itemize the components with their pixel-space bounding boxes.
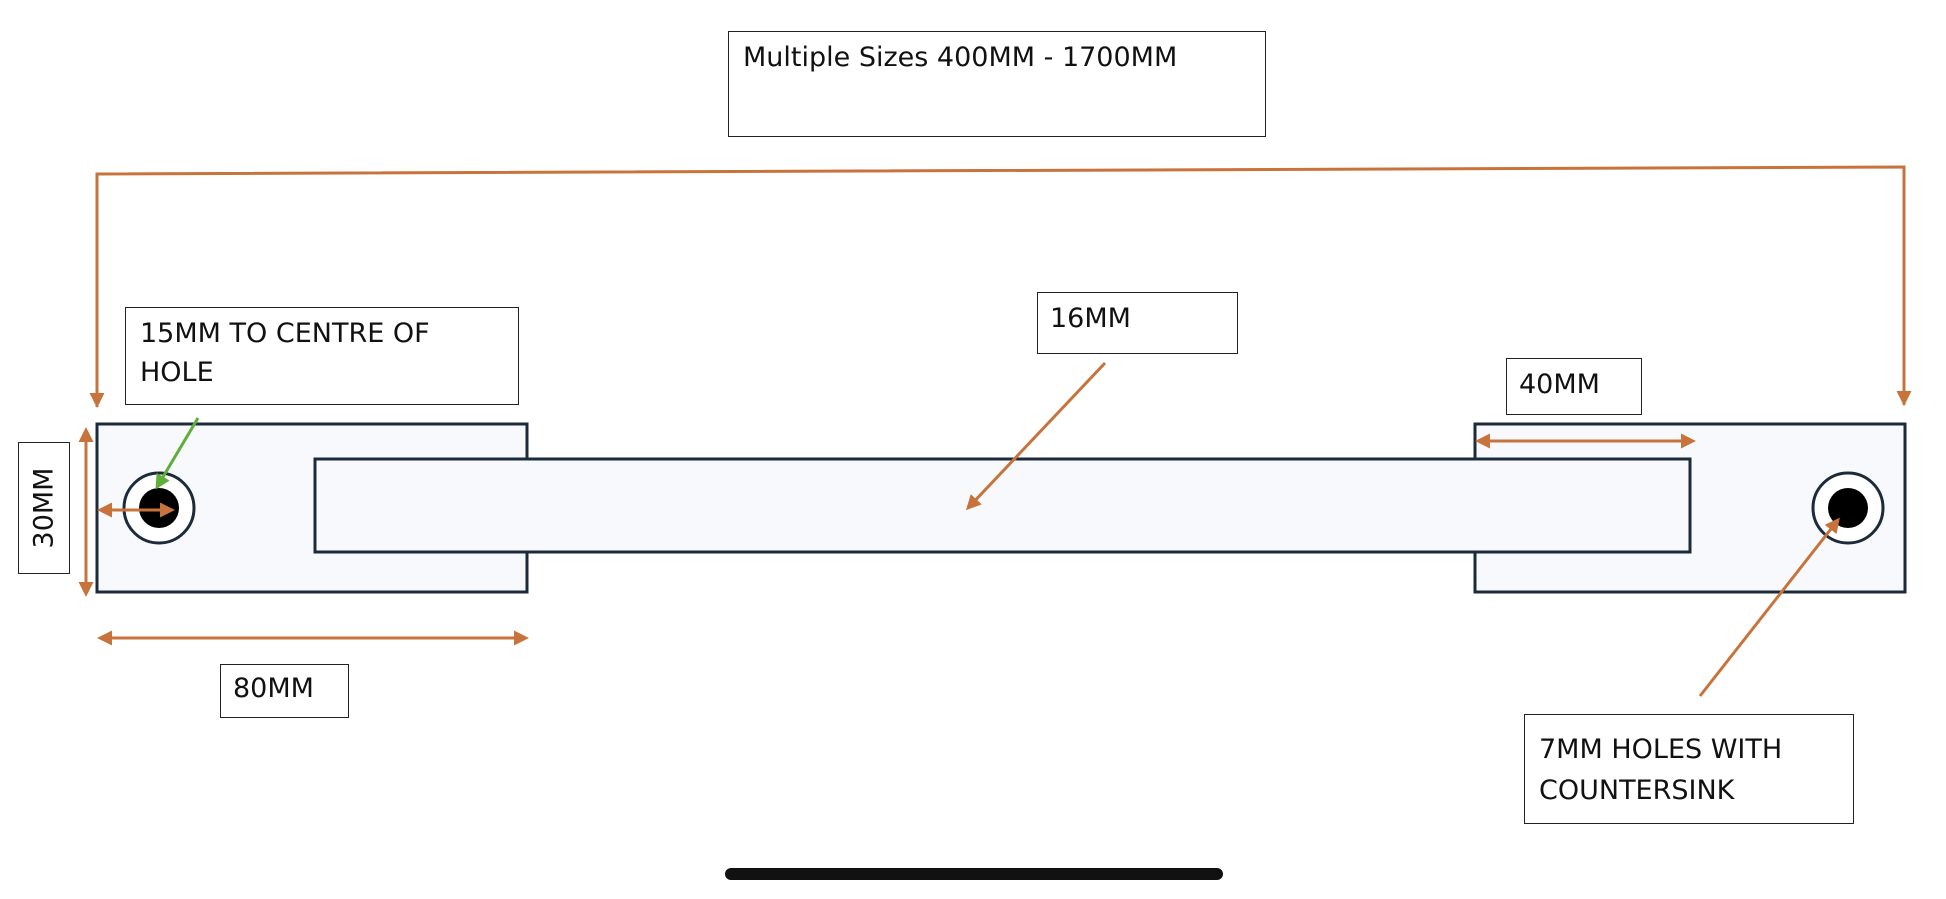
hole-distance-label: 15MM TO CENTRE OF HOLE (125, 307, 519, 405)
home-indicator[interactable] (725, 868, 1223, 880)
hole-size-leader (1698, 517, 1840, 697)
handle-bar (313, 457, 1692, 554)
plate-height-label: 30MM (28, 467, 60, 549)
hole-distance-leader (155, 417, 200, 490)
hole-size-label: 7MM HOLES WITH COUNTERSINK (1524, 714, 1854, 824)
bar-width-label: 16MM (1037, 292, 1238, 354)
plate-inner-length-label: 40MM (1506, 358, 1642, 415)
left-hole (139, 488, 179, 528)
plate-height-label-box: 30MM (18, 442, 70, 574)
overall-length-bracket (95, 165, 1906, 407)
right-hole (1828, 488, 1868, 528)
bar-width-leader (965, 361, 1107, 511)
plate-length-label: 80MM (220, 664, 349, 718)
sizes-label: Multiple Sizes 400MM - 1700MM (728, 31, 1266, 137)
